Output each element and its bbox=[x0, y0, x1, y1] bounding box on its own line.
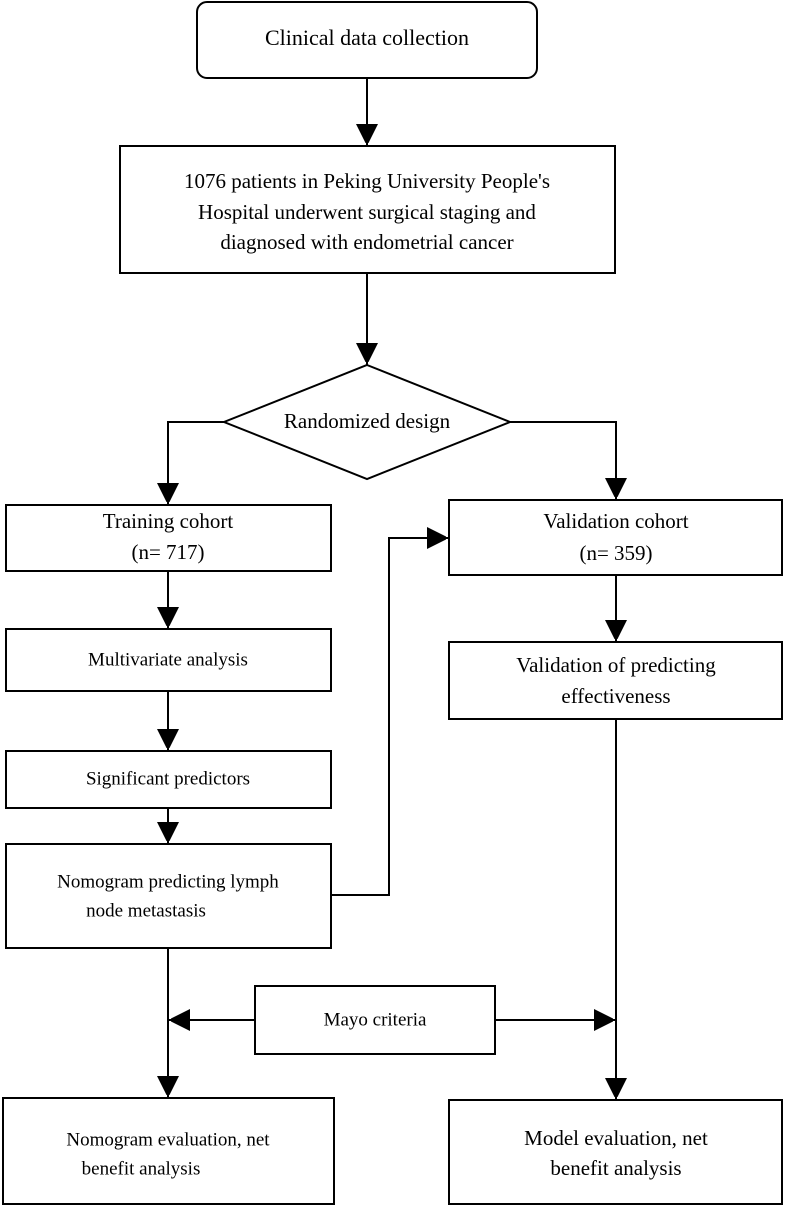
multivariate-analysis-label: Multivariate analysis bbox=[88, 649, 248, 670]
nomogram-evaluation-box bbox=[2, 1097, 335, 1205]
training-cohort-label-line2: (n= 717) bbox=[131, 540, 204, 564]
validation-predicting-label-line1: Validation of predicting bbox=[516, 653, 716, 677]
validation-cohort-label-line1: Validation cohort bbox=[543, 509, 688, 533]
significant-predictors-box bbox=[5, 750, 332, 809]
clinical-data-label: Clinical data collection bbox=[265, 25, 469, 50]
validation-predicting-label-line2: effectiveness bbox=[561, 684, 670, 708]
patients-label-line1: 1076 patients in Peking University Peopl… bbox=[184, 169, 550, 193]
patients-label-line2: Hospital underwent surgical staging and bbox=[198, 200, 536, 224]
arrow-randomized-to-training bbox=[168, 421, 224, 505]
nomogram-evaluation-label-line1: Nomogram evaluation, net bbox=[66, 1129, 270, 1150]
training-cohort-label-line1: Training cohort bbox=[103, 509, 234, 533]
validation-cohort-label-line2: (n= 359) bbox=[579, 541, 652, 565]
validation-predicting-box bbox=[448, 641, 783, 720]
significant-predictors-label: Significant predictors bbox=[86, 768, 250, 789]
model-evaluation-label-line1: Model evaluation, net bbox=[524, 1126, 708, 1150]
model-evaluation-label-line2: benefit analysis bbox=[550, 1156, 681, 1180]
patients-label-line3: diagnosed with endometrial cancer bbox=[220, 230, 513, 254]
mayo-criteria-label: Mayo criteria bbox=[324, 1009, 427, 1030]
patients-box bbox=[119, 145, 616, 274]
nomogram-box bbox=[5, 843, 332, 949]
randomized-design-diamond bbox=[221, 363, 513, 481]
arrow-nomogram-to-validation bbox=[331, 538, 449, 896]
nomogram-label-line1: Nomogram predicting lymph bbox=[57, 871, 279, 892]
nomogram-evaluation-label-line2: benefit analysis bbox=[82, 1158, 201, 1179]
randomized-design-label: Randomized design bbox=[284, 409, 451, 433]
arrow-randomized-to-validation bbox=[510, 421, 616, 500]
nomogram-label-line2: node metastasis bbox=[86, 900, 206, 921]
model-evaluation-box bbox=[448, 1099, 783, 1205]
